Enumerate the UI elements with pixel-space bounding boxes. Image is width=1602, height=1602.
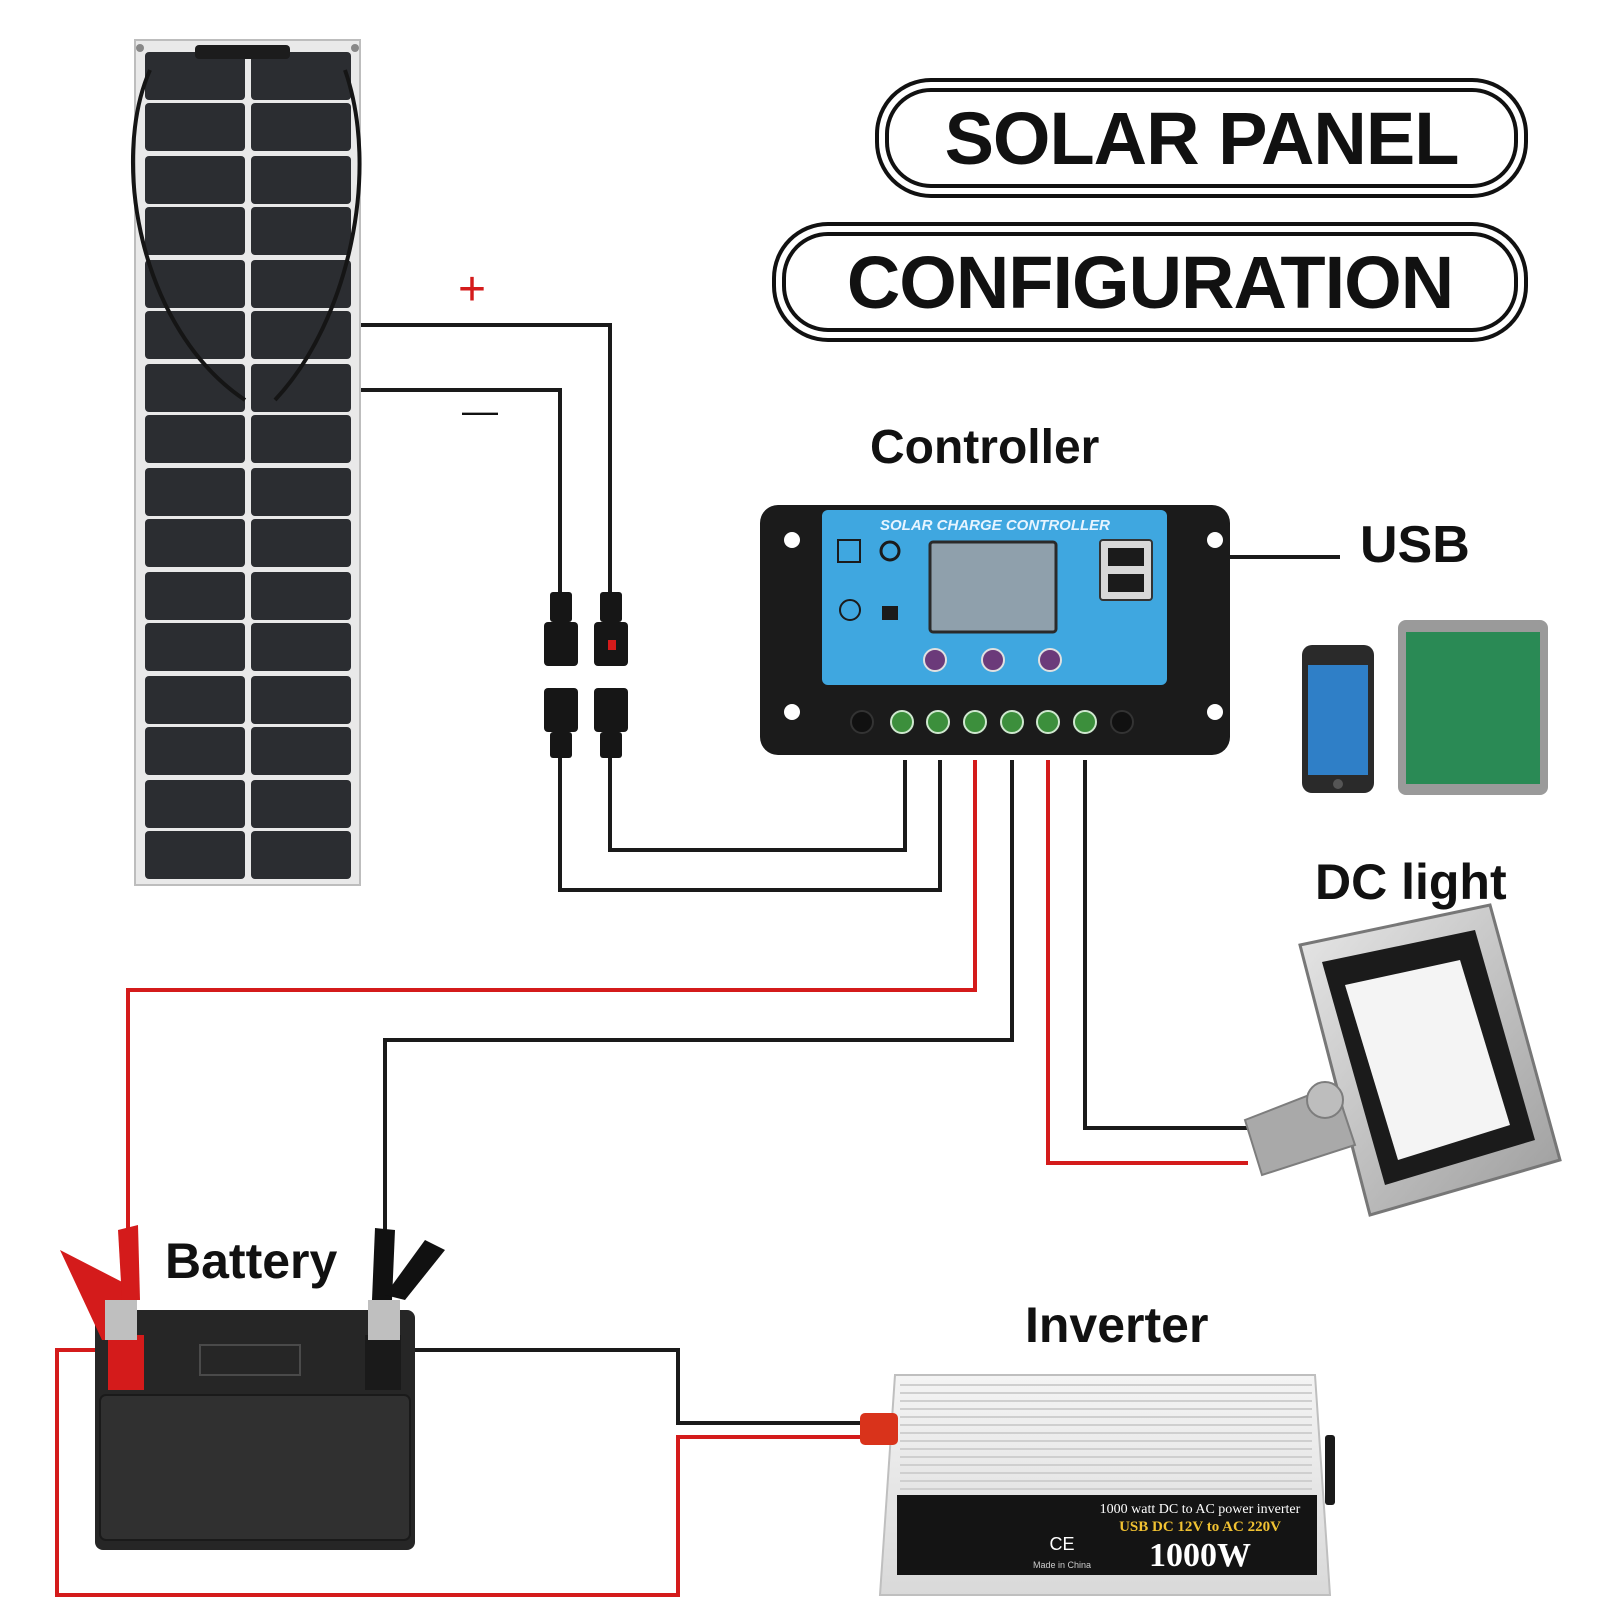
wire-mc4-negative-to-controller: [558, 740, 942, 892]
solar-cell: [251, 52, 351, 100]
controller-face-header: SOLAR CHARGE CONTROLLER: [880, 517, 1110, 534]
controller-terminals: [850, 710, 1134, 734]
solar-cell: [145, 207, 245, 255]
solar-cell: [145, 415, 245, 463]
wire-inverter-positive: [55, 1348, 860, 1597]
solar-cell: [251, 831, 351, 879]
tablet-icon: [1398, 620, 1548, 795]
solar-cell: [251, 415, 351, 463]
label-inverter: Inverter: [1025, 1297, 1209, 1353]
wire-battery-negative: [383, 760, 1014, 1230]
alligator-clip-red-icon: [60, 1225, 140, 1340]
solar-cell: [145, 727, 245, 775]
solar-cell: [251, 780, 351, 828]
label-dc-light: DC light: [1315, 854, 1507, 910]
solar-cell: [251, 260, 351, 308]
wire-battery-positive: [126, 760, 977, 1230]
solar-cell: [251, 103, 351, 151]
solar-cell: [145, 780, 245, 828]
title-line2: CONFIGURATION: [846, 240, 1454, 324]
mc4-connector-icon: [544, 592, 628, 758]
solar-cell: [251, 311, 351, 359]
panel-cable: [131, 69, 247, 402]
solar-cell: [145, 311, 245, 359]
solar-cell: [145, 676, 245, 724]
solar-cell: [251, 727, 351, 775]
inverter-face-line3: 1000W: [1149, 1537, 1251, 1574]
wire-inverter-negative: [400, 1348, 860, 1425]
wire-load-positive: [1046, 760, 1248, 1165]
solar-cell: [145, 572, 245, 620]
wire-panel-negative: [360, 388, 562, 600]
title-line1: SOLAR PANEL: [944, 96, 1460, 180]
solar-cell: [251, 207, 351, 255]
solar-panel-icon: [131, 39, 362, 886]
inverter-face-ce: CE: [1049, 1534, 1074, 1554]
wire-mc4-positive-to-controller: [608, 740, 907, 852]
solar-cell: [251, 364, 351, 412]
solar-cell: [145, 831, 245, 879]
smartphone-icon: [1302, 645, 1374, 793]
solar-cell: [251, 623, 351, 671]
solar-cell: [251, 572, 351, 620]
solar-cell: [145, 260, 245, 308]
inverter-face-made: Made in China: [1033, 1560, 1091, 1570]
wires: [55, 323, 1340, 1597]
solar-cell: [145, 52, 245, 100]
wire-load-negative: [1083, 760, 1248, 1130]
battery-icon: [95, 1310, 415, 1550]
solar-cell: [145, 468, 245, 516]
wire-panel-positive: [360, 323, 612, 600]
solar-cell: [145, 623, 245, 671]
label-plus: +: [458, 263, 487, 316]
label-minus: —: [462, 390, 498, 431]
solar-cell: [251, 676, 351, 724]
alligator-clip-black-icon: [368, 1228, 445, 1340]
title-line1-pill: SOLAR PANEL: [885, 88, 1518, 188]
solar-cell: [251, 468, 351, 516]
solar-cell: [145, 156, 245, 204]
solar-cell: [145, 364, 245, 412]
charge-controller-icon: SOLAR CHARGE CONTROLLER: [760, 505, 1230, 755]
solar-cell: [251, 156, 351, 204]
solar-cell: [145, 519, 245, 567]
solar-cell: [145, 103, 245, 151]
power-inverter-icon: 1000 watt DC to AC power inverter USB DC…: [860, 1374, 1335, 1596]
solar-cell: [251, 519, 351, 567]
title-line2-pill: CONFIGURATION: [782, 232, 1518, 332]
inverter-face-line1: 1000 watt DC to AC power inverter: [1100, 1502, 1301, 1517]
label-usb: USB: [1360, 516, 1470, 574]
inverter-face-line2: USB DC 12V to AC 220V: [1119, 1519, 1281, 1535]
flood-light-icon: [1243, 903, 1562, 1217]
label-battery: Battery: [165, 1233, 338, 1289]
label-controller: Controller: [870, 421, 1100, 474]
